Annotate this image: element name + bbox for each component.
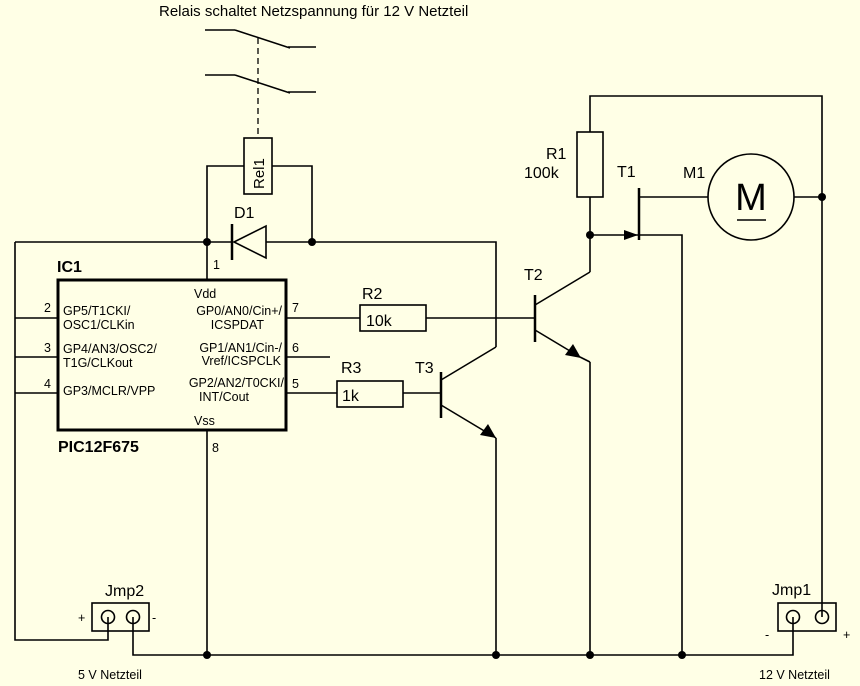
relay-wire-left: [206, 165, 244, 242]
resistor-r2: R2 10k: [286, 286, 535, 332]
r2-ref-label: R2: [362, 286, 383, 303]
pin-number: 4: [44, 377, 51, 391]
relay-wire-right: [272, 165, 313, 242]
pin-number: 6: [292, 341, 299, 355]
pin-label: GP0/AN0/Cin+/: [196, 304, 282, 318]
jmp1-plus-label: +: [843, 628, 850, 642]
jmp1-ref-label: Jmp1: [772, 582, 811, 599]
t3-ref-label: T3: [415, 360, 434, 377]
pin-label: T1G/CLKout: [63, 356, 133, 370]
ic-part-label: PIC12F675: [58, 439, 139, 456]
junction-dot: [203, 238, 211, 246]
jmp2-minus-label: -: [152, 611, 156, 625]
pin-number: 3: [44, 341, 51, 355]
r3-value-label: 1k: [342, 388, 360, 405]
schematic-title: Relais schaltet Netzspannung für 12 V Ne…: [159, 3, 468, 20]
resistor-r3: R3 1k: [286, 360, 441, 408]
pin-number: 5: [292, 377, 299, 391]
pin-number: 2: [44, 301, 51, 315]
relay-contacts: [205, 29, 316, 138]
junction-dot: [492, 651, 500, 659]
pin-label: GP5/T1CKI/: [63, 304, 131, 318]
jumper-jmp2: Jmp2 + - 5 V Netzteil: [78, 583, 156, 682]
ic-vdd-label: Vdd: [194, 287, 216, 301]
pin-label: GP2/AN2/T0CKI/: [189, 376, 285, 390]
ic-pin-stubs: [15, 317, 330, 394]
resistor-r1: R1 100k: [524, 95, 823, 235]
junction-dot: [203, 651, 211, 659]
pin-number: 8: [212, 441, 219, 455]
pin-label: ICSPDAT: [211, 318, 265, 332]
diode-ref-label: D1: [234, 205, 255, 222]
jmp2-plus-label: +: [78, 611, 85, 625]
jmp2-caption: 5 V Netzteil: [78, 668, 142, 682]
junction-dot: [586, 651, 594, 659]
relay-ref-label: Rel1: [251, 158, 268, 189]
pin-label: GP3/MCLR/VPP: [63, 384, 155, 398]
r2-value-label: 10k: [366, 313, 393, 330]
motor-m1: M M1: [683, 153, 826, 241]
pin-number: 7: [292, 301, 299, 315]
t1-ref-label: T1: [617, 164, 636, 181]
jmp2-ref-label: Jmp2: [105, 583, 144, 600]
junction-dot: [678, 651, 686, 659]
r3-ref-label: R3: [341, 360, 362, 377]
jumper-jmp1: Jmp1 - + 12 V Netzteil: [759, 582, 850, 682]
r1-ref-label: R1: [546, 146, 567, 163]
junction-dot: [586, 231, 594, 239]
diode-d1: D1: [230, 205, 267, 260]
left-5v-wire: [14, 242, 109, 641]
pin-label: Vref/ICSPCLK: [202, 354, 282, 368]
ic1: IC1 PIC12F675 Vdd Vss 1 2 3 4 5 6 7 8 GP…: [44, 258, 299, 456]
r1-value-label: 100k: [524, 165, 560, 182]
ic-vss-label: Vss: [194, 414, 215, 428]
t2-emitter-wire: [579, 356, 591, 363]
jmp1-minus-label: -: [765, 628, 769, 642]
transistor-t1: T1: [586, 164, 708, 655]
motor-symbol: M: [735, 177, 767, 219]
pin-number: 1: [213, 258, 220, 272]
t2-ref-label: T2: [524, 267, 543, 284]
pin-label: GP4/AN3/OSC2/: [63, 342, 157, 356]
jmp1-caption: 12 V Netzteil: [759, 668, 830, 682]
ic-ref-label: IC1: [57, 259, 82, 276]
pin-label: INT/Cout: [199, 390, 250, 404]
transistor-t3: T3: [415, 346, 497, 655]
relay-coil: Rel1: [243, 137, 273, 195]
transistor-t2: T2: [524, 235, 591, 358]
ground-bus: [132, 617, 794, 656]
junction-dot: [308, 238, 316, 246]
m1-ref-label: M1: [683, 165, 705, 182]
pin-label: GP1/AN1/Cin-/: [199, 341, 282, 355]
pin-label: OSC1/CLKin: [63, 318, 135, 332]
supply-rail-5v-right: [266, 241, 497, 347]
